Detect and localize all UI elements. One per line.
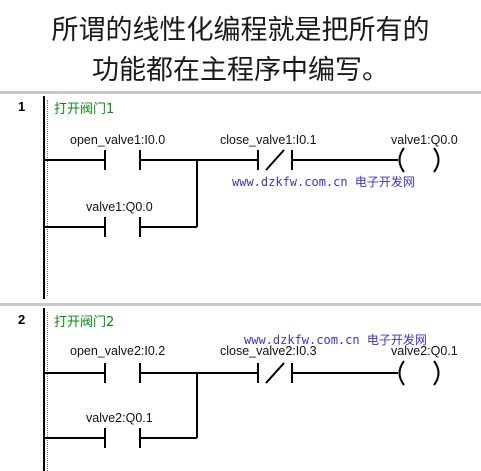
network-2-hold-contact-label[interactable]: valve2:Q0.1: [86, 411, 153, 425]
network-1-comment-marker: [47, 100, 48, 296]
watermark-2: www.dzkfw.com.cn 电子开发网: [244, 331, 427, 348]
network-2-open-contact-label[interactable]: open_valve2:I0.2: [70, 344, 166, 358]
network-2-close-contact[interactable]: [257, 362, 293, 384]
network-2-close-contact-label[interactable]: close_valve2:I0.3: [220, 344, 317, 358]
watermark-1: www.dzkfw.com.cn 电子开发网: [232, 173, 415, 190]
network-1-power-rail: [43, 96, 45, 299]
network-2-coil[interactable]: [398, 360, 440, 386]
network-1-open-contact-label[interactable]: open_valve1:I0.0: [70, 133, 166, 147]
network-2-comment-marker: [47, 312, 48, 471]
network-2-separator: [0, 303, 481, 306]
network-1-coil[interactable]: [398, 147, 440, 173]
heading-line-1: 所谓的线性化编程就是把所有的: [51, 15, 430, 46]
network-2-hold-contact[interactable]: [104, 428, 141, 448]
network-1-hold-contact-label[interactable]: valve1:Q0.0: [86, 200, 153, 214]
network-1-close-contact-label[interactable]: close_valve1:I0.1: [220, 133, 317, 147]
network-1-number[interactable]: 1: [18, 99, 26, 114]
network-2-title[interactable]: 打开阀门2: [54, 315, 115, 330]
network-2-open-contact[interactable]: [104, 363, 141, 383]
watermark-1-url: www.dzkfw.com.cn: [232, 175, 348, 189]
network-2-number[interactable]: 2: [18, 312, 26, 327]
network-2-coil-label[interactable]: valve2:Q0.1: [391, 344, 458, 358]
network-1-separator: [0, 91, 481, 94]
network-1-title[interactable]: 打开阀门1: [54, 102, 115, 117]
network-1-coil-label[interactable]: valve1:Q0.0: [391, 133, 458, 147]
watermark-1-cn: 电子开发网: [354, 175, 415, 189]
heading-line-2: 功能都在主程序中编写。: [92, 55, 389, 86]
watermark-2-cn: 电子开发网: [366, 333, 427, 347]
watermark-2-url: www.dzkfw.com.cn: [244, 333, 360, 347]
network-2-power-rail: [43, 308, 45, 471]
